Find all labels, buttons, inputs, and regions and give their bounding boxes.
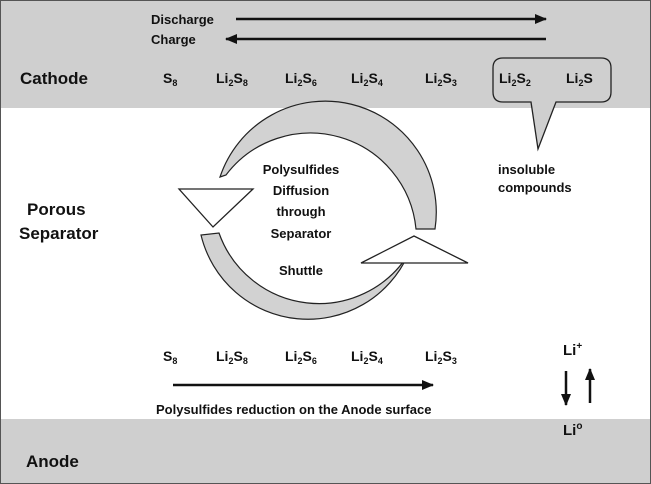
- discharge-label: Discharge: [151, 12, 214, 27]
- cathode-species-1: Li2S8: [216, 70, 248, 88]
- cathode-species-3: Li2S4: [351, 70, 383, 88]
- anode-species-0: S8: [163, 348, 178, 366]
- reduction-label: Polysulfides reduction on the Anode surf…: [156, 402, 432, 417]
- li-metal-label: Lio: [563, 421, 583, 439]
- cathode-species-5: Li2S2: [499, 70, 531, 88]
- shuttle-left-arrowhead: [177, 188, 255, 228]
- cathode-species-6: Li2S: [566, 70, 593, 88]
- anode-species-2: Li2S6: [285, 348, 317, 366]
- insoluble-label-line1: insoluble: [498, 162, 556, 177]
- anode-species-4: Li2S3: [425, 348, 457, 366]
- shuttle-right-arrowhead: [360, 235, 469, 264]
- shuttle-label: Shuttle: [278, 263, 324, 278]
- insoluble-callout: [492, 57, 612, 152]
- anode-species-1: Li2S8: [216, 348, 248, 366]
- cathode-species-0: S8: [163, 70, 178, 88]
- porous-label: Porous: [27, 200, 86, 219]
- cathode-species-2: Li2S6: [285, 70, 317, 88]
- separator-label: Separator: [19, 224, 99, 243]
- cathode-label: Cathode: [20, 69, 88, 88]
- li-plus-label: Li+: [563, 341, 583, 359]
- insoluble-label-line2: compounds: [498, 180, 572, 195]
- anode-species-3: Li2S4: [351, 348, 383, 366]
- charge-label: Charge: [151, 32, 196, 47]
- center-text-line2: Diffusion: [272, 183, 330, 198]
- anode-label: Anode: [26, 452, 79, 471]
- anode-region: [1, 419, 650, 483]
- shuttle-upper-band: [219, 100, 437, 230]
- center-text-line1: Polysulfides: [262, 162, 340, 177]
- center-text-line4: Separator: [270, 226, 332, 241]
- cathode-species-4: Li2S3: [425, 70, 457, 88]
- center-text-line3: through: [276, 204, 326, 219]
